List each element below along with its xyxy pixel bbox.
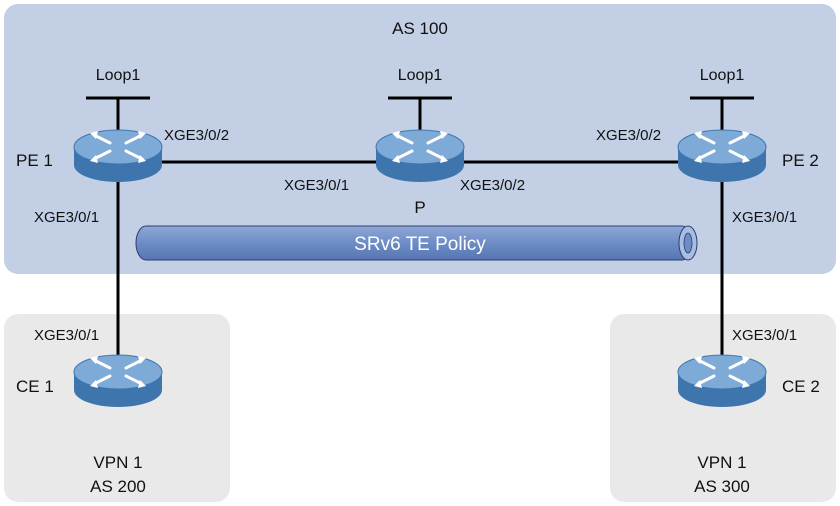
- p-label: P: [414, 198, 425, 217]
- pe2-loop-label: Loop1: [700, 67, 745, 84]
- router-ce2[interactable]: [676, 353, 768, 409]
- if-pe1-to-ce1: XGE3/0/1: [34, 209, 99, 226]
- router-pe1[interactable]: [72, 128, 164, 184]
- ce1-label: CE 1: [16, 377, 54, 396]
- vpn-right-region: [610, 314, 836, 502]
- router-pe2[interactable]: [676, 128, 768, 184]
- router-icon: [72, 128, 164, 184]
- vpn-left-name: VPN 1: [93, 453, 142, 472]
- router-icon: [374, 128, 466, 184]
- if-pe1-to-p: XGE3/0/2: [164, 127, 229, 144]
- if-pe2-to-ce2: XGE3/0/1: [732, 209, 797, 226]
- vpn-right-name: VPN 1: [697, 453, 746, 472]
- router-p[interactable]: [374, 128, 466, 184]
- vpn-right-as: AS 300: [694, 477, 750, 496]
- ce2-label: CE 2: [782, 377, 820, 396]
- router-icon: [676, 353, 768, 409]
- router-ce1[interactable]: [72, 353, 164, 409]
- if-ce1-to-pe1: XGE3/0/1: [34, 327, 99, 344]
- pe1-label: PE 1: [16, 151, 53, 170]
- router-icon: [676, 128, 768, 184]
- tunnel-label: SRv6 TE Policy: [354, 234, 486, 255]
- srv6-te-policy-tunnel: SRv6 TE Policy: [135, 225, 698, 261]
- if-p-to-pe2: XGE3/0/2: [460, 177, 525, 194]
- pe2-label: PE 2: [782, 151, 819, 170]
- if-ce2-to-pe2: XGE3/0/1: [732, 327, 797, 344]
- if-p-to-pe1: XGE3/0/1: [284, 177, 349, 194]
- if-pe2-to-p: XGE3/0/2: [596, 127, 661, 144]
- pe1-loop-label: Loop1: [96, 67, 141, 84]
- p-loop-label: Loop1: [398, 67, 443, 84]
- vpn-left-as: AS 200: [90, 477, 146, 496]
- vpn-left-region: [4, 314, 230, 502]
- router-icon: [72, 353, 164, 409]
- as100-label: AS 100: [392, 19, 448, 38]
